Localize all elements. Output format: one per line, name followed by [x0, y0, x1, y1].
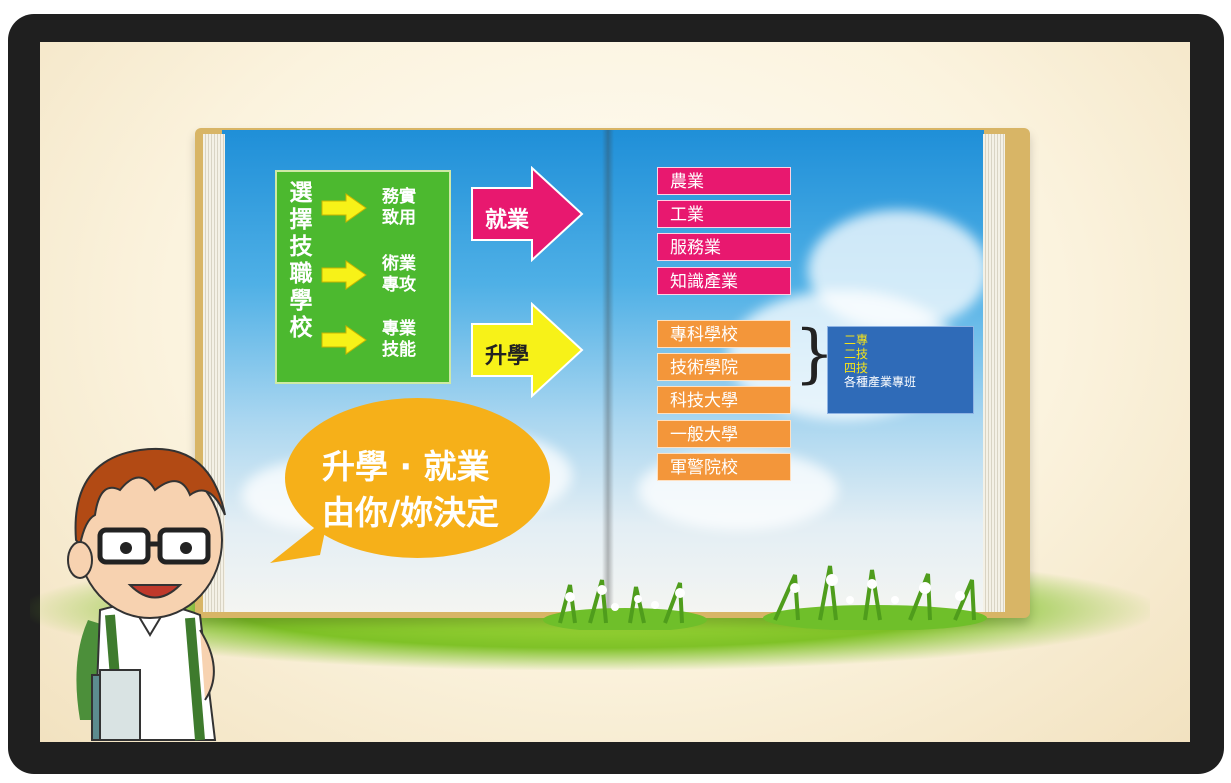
- further-study-label: 升學: [485, 344, 530, 369]
- study-item-institute: 技術學院: [657, 353, 791, 381]
- student-character-icon: [67, 447, 226, 741]
- feature-line: 技能: [382, 340, 416, 360]
- feature-line: 致用: [382, 208, 416, 228]
- employment-label: 就業: [485, 208, 530, 233]
- employment-item-agriculture: 農業: [657, 167, 791, 195]
- study-item-general-university: 一般大學: [657, 420, 791, 448]
- title-char: 學: [289, 288, 313, 314]
- feature-skills: 專業 技能: [382, 319, 416, 361]
- feature-line: 專攻: [382, 275, 416, 295]
- speech-bubble: [285, 398, 550, 558]
- title-char: 校: [289, 315, 313, 341]
- employment-item-service: 服務業: [657, 233, 791, 261]
- title-char: 職: [289, 261, 313, 287]
- programs-box: 二專 二技 四技 各種產業專班: [827, 326, 974, 414]
- flower-grass-icon: [543, 579, 707, 630]
- study-item-military-police: 軍警院校: [657, 453, 791, 481]
- program-item: 各種產業專班: [844, 375, 917, 389]
- yellow-arrow-icon: [321, 260, 367, 290]
- vertical-title: 選 擇 技 職 學 校: [286, 180, 316, 342]
- title-char: 擇: [289, 207, 313, 233]
- yellow-arrow-icon: [321, 325, 367, 355]
- employment-item-industry: 工業: [657, 200, 791, 228]
- bubble-line-2: 由你/妳決定: [322, 493, 500, 532]
- title-char: 技: [289, 234, 313, 260]
- book-spine: [602, 130, 614, 612]
- bubble-tail: [270, 517, 328, 563]
- feature-specialized: 術業 專攻: [382, 254, 416, 296]
- flower-grass-icon: [763, 565, 987, 630]
- feature-line: 務實: [382, 187, 416, 207]
- feature-line: 專業: [382, 319, 416, 339]
- page-edges-right: [983, 134, 1005, 612]
- program-item: 二專: [844, 333, 869, 347]
- feature-line: 術業: [382, 254, 416, 274]
- feature-practical: 務實 致用: [382, 187, 416, 229]
- study-item-junior-college: 專科學校: [657, 320, 791, 348]
- study-item-tech-university: 科技大學: [657, 386, 791, 414]
- employment-arrow-icon: [471, 166, 584, 262]
- program-item: 四技: [844, 361, 869, 375]
- program-item: 二技: [844, 347, 869, 361]
- employment-item-knowledge: 知識產業: [657, 267, 791, 295]
- bubble-line-1: 升學 · 就業: [322, 447, 490, 486]
- further-study-arrow-icon: [471, 302, 584, 398]
- yellow-arrow-icon: [321, 193, 367, 223]
- title-char: 選: [289, 180, 313, 206]
